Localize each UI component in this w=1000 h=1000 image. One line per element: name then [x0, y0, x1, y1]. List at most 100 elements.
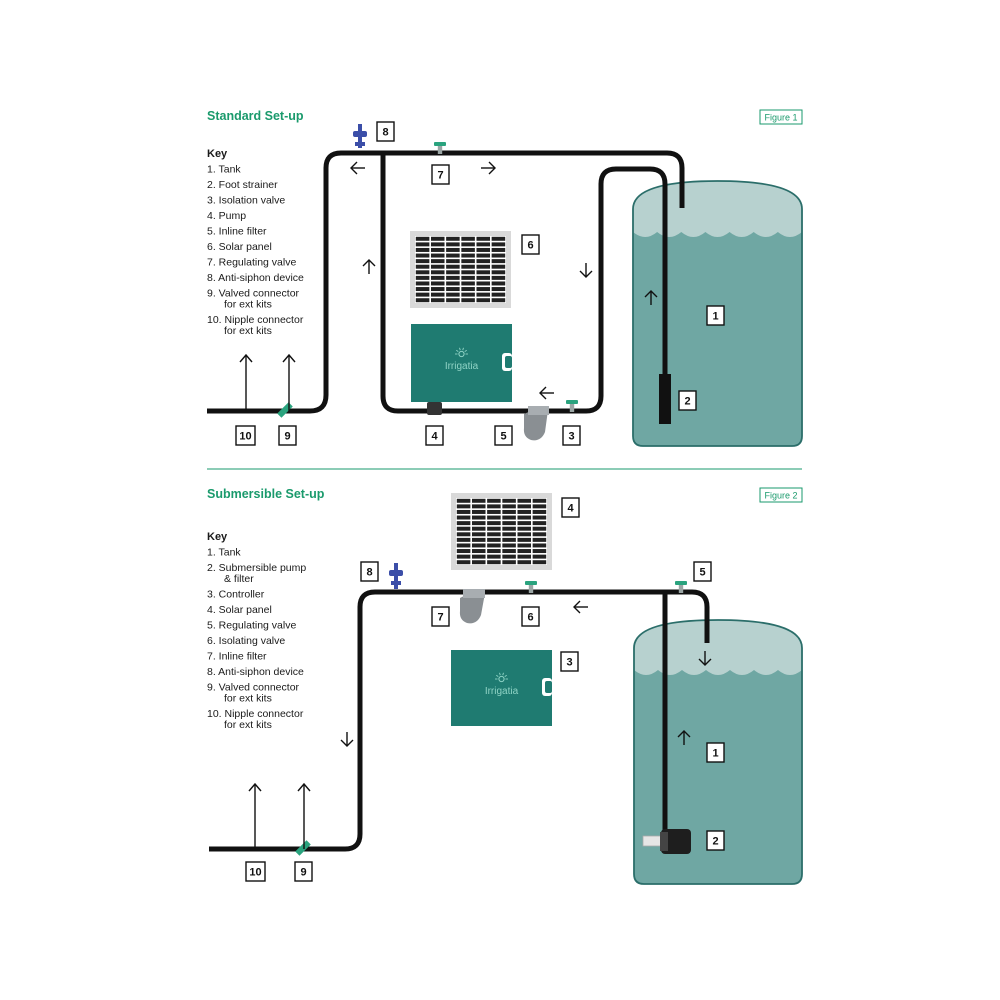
callout-5: 5	[494, 425, 513, 446]
panel-cell	[446, 236, 460, 241]
panel-cell	[446, 242, 460, 247]
panel-cell	[491, 264, 506, 269]
panel-cell	[532, 532, 547, 537]
flow-arrow-icon	[698, 651, 712, 666]
figure-label: Figure 2	[759, 487, 803, 503]
callout-box	[706, 742, 725, 763]
figure-title: Standard Set-up	[207, 109, 304, 123]
callout-box	[431, 164, 450, 185]
figure-label-text: Figure 2	[764, 491, 797, 501]
callout-5: 5	[693, 561, 712, 582]
callout-4: 4	[561, 497, 580, 518]
panel-cell	[456, 537, 471, 542]
flow-arrow-icon	[579, 263, 593, 278]
panel-cell	[476, 298, 491, 303]
panel-cell	[476, 281, 491, 286]
panel-cell	[430, 264, 445, 269]
panel-cell	[471, 560, 486, 565]
panel-cell	[517, 504, 532, 509]
panel-cell	[461, 281, 475, 286]
controller-body	[451, 650, 552, 726]
flow-arrow-icon	[539, 386, 554, 400]
valve-stem	[569, 403, 575, 412]
figure-label: Figure 1	[759, 109, 803, 125]
panel-cell	[430, 236, 445, 241]
key-item: 5. Regulating valve	[207, 620, 296, 632]
panel-cell	[502, 521, 516, 526]
callout-number: 2	[684, 396, 690, 408]
key-item: 8. Anti-siphon device	[207, 666, 304, 678]
drop-logo-icon	[458, 350, 465, 358]
panel-cell	[476, 270, 491, 275]
callout-number: 2	[712, 836, 718, 848]
callout-box	[706, 830, 725, 851]
callout-6: 6	[521, 606, 540, 627]
callout-box	[678, 390, 697, 411]
callout-box	[278, 425, 297, 446]
panel-cell	[517, 554, 532, 559]
callout-number: 1	[712, 748, 718, 760]
panel-cell	[415, 292, 430, 297]
pipe	[207, 150, 685, 414]
callout-number: 1	[712, 311, 718, 323]
panel-cell	[532, 515, 547, 520]
panel-cell	[491, 292, 506, 297]
panel-cell	[415, 259, 430, 264]
arrow-head	[282, 353, 296, 363]
callout-10: 10	[235, 425, 256, 446]
arrow-head	[539, 386, 547, 400]
callout-box	[560, 651, 579, 672]
callout-3: 3	[562, 425, 581, 446]
panel-cell	[502, 515, 516, 520]
key-item: & filter	[224, 573, 254, 585]
anti-siphon-icon	[389, 563, 403, 589]
controller-icon: Irrigatia	[411, 324, 512, 402]
panel-cell	[532, 560, 547, 565]
panel-cell	[502, 526, 516, 531]
panel-cell	[415, 270, 430, 275]
key-item: 2. Submersible pump	[207, 562, 306, 574]
key-item: 8. Anti-siphon device	[207, 272, 304, 284]
callout-box	[562, 425, 581, 446]
foot-strainer-icon	[659, 374, 671, 424]
key-item: 10. Nipple connector	[207, 708, 304, 720]
key-heading: Key	[207, 148, 228, 160]
panel-cell	[471, 532, 486, 537]
arrow-head	[677, 730, 691, 738]
callout-box	[494, 425, 513, 446]
panel-cell	[476, 242, 491, 247]
callout-number: 10	[249, 867, 261, 879]
arrow-head	[350, 161, 358, 175]
filter-top	[528, 406, 549, 415]
panel-cell	[456, 498, 471, 503]
panel-cell	[446, 281, 460, 286]
callout-box	[561, 497, 580, 518]
callout-box	[521, 606, 540, 627]
panel-cell	[471, 543, 486, 548]
panel-cell	[491, 270, 506, 275]
panel-cell	[517, 549, 532, 554]
panel-cell	[415, 247, 430, 252]
panel-cell	[461, 275, 475, 280]
solar-panel-icon	[451, 493, 552, 570]
figure-label-text: Figure 1	[764, 113, 797, 123]
key-item: 2. Foot strainer	[207, 179, 278, 191]
panel-cell	[476, 275, 491, 280]
panel-cell	[430, 259, 445, 264]
sun-ray-icon	[499, 672, 501, 676]
anti-siphon-base	[391, 581, 401, 585]
panel-cell	[491, 236, 506, 241]
key-item: 10. Nipple connector	[207, 314, 304, 326]
callout-7: 7	[431, 164, 450, 185]
panel-cell	[446, 292, 460, 297]
panel-cell	[517, 515, 532, 520]
panel-cell	[491, 253, 506, 258]
panel-cell	[491, 281, 506, 286]
callout-8: 8	[376, 121, 395, 142]
figure-label-box	[759, 487, 803, 503]
panel-cell	[532, 509, 547, 514]
arrow-head	[573, 600, 581, 614]
sun-ray-icon	[455, 349, 459, 353]
panel-cell	[471, 515, 486, 520]
panel-cell	[502, 509, 516, 514]
